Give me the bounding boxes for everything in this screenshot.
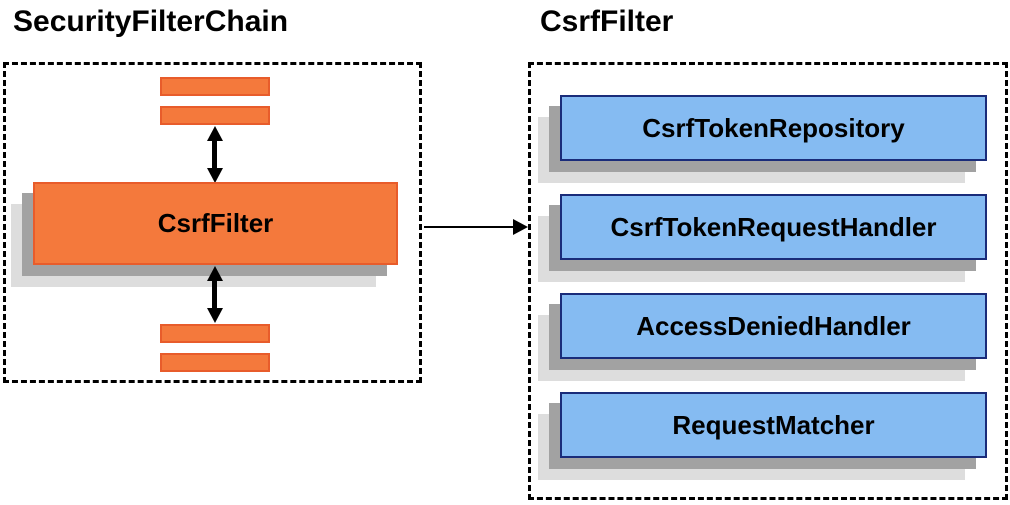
csrf-filter-title: CsrfFilter	[540, 5, 674, 38]
csrf-filter-box-label: CsrfFilter	[157, 208, 274, 238]
component-box-csrf-token-request-handler: CsrfTokenRequestHandler	[560, 194, 987, 260]
arrow-stem	[424, 226, 516, 228]
vertical-double-arrow-icon	[206, 266, 223, 323]
arrowhead-down-icon	[206, 168, 223, 183]
arrow-stem	[212, 281, 217, 308]
component-box-access-denied-handler: AccessDeniedHandler	[560, 293, 987, 359]
vertical-double-arrow-icon	[206, 126, 223, 183]
arrow-stem	[212, 141, 217, 168]
arrowhead-up-icon	[206, 126, 223, 141]
component-label: AccessDeniedHandler	[636, 310, 911, 341]
component-label: RequestMatcher	[672, 409, 875, 440]
component-label: CsrfTokenRequestHandler	[610, 211, 937, 242]
filter-placeholder-bar	[160, 106, 270, 125]
arrowhead-down-icon	[206, 308, 223, 323]
filter-placeholder-bar	[160, 353, 270, 372]
flow-arrow	[424, 219, 528, 235]
component-box-csrf-token-repository: CsrfTokenRepository	[560, 95, 987, 161]
security-filter-chain-title: SecurityFilterChain	[13, 5, 289, 38]
security-filter-chain-container	[3, 62, 422, 383]
csrf-filter-box: CsrfFilter	[33, 182, 398, 265]
arrowhead-right-icon	[513, 219, 528, 235]
filter-placeholder-bar	[160, 324, 270, 343]
arrowhead-up-icon	[206, 266, 223, 281]
component-label: CsrfTokenRepository	[642, 112, 905, 143]
component-box-request-matcher: RequestMatcher	[560, 392, 987, 458]
filter-placeholder-bar	[160, 77, 270, 96]
csrf-filter-container	[528, 62, 1008, 500]
